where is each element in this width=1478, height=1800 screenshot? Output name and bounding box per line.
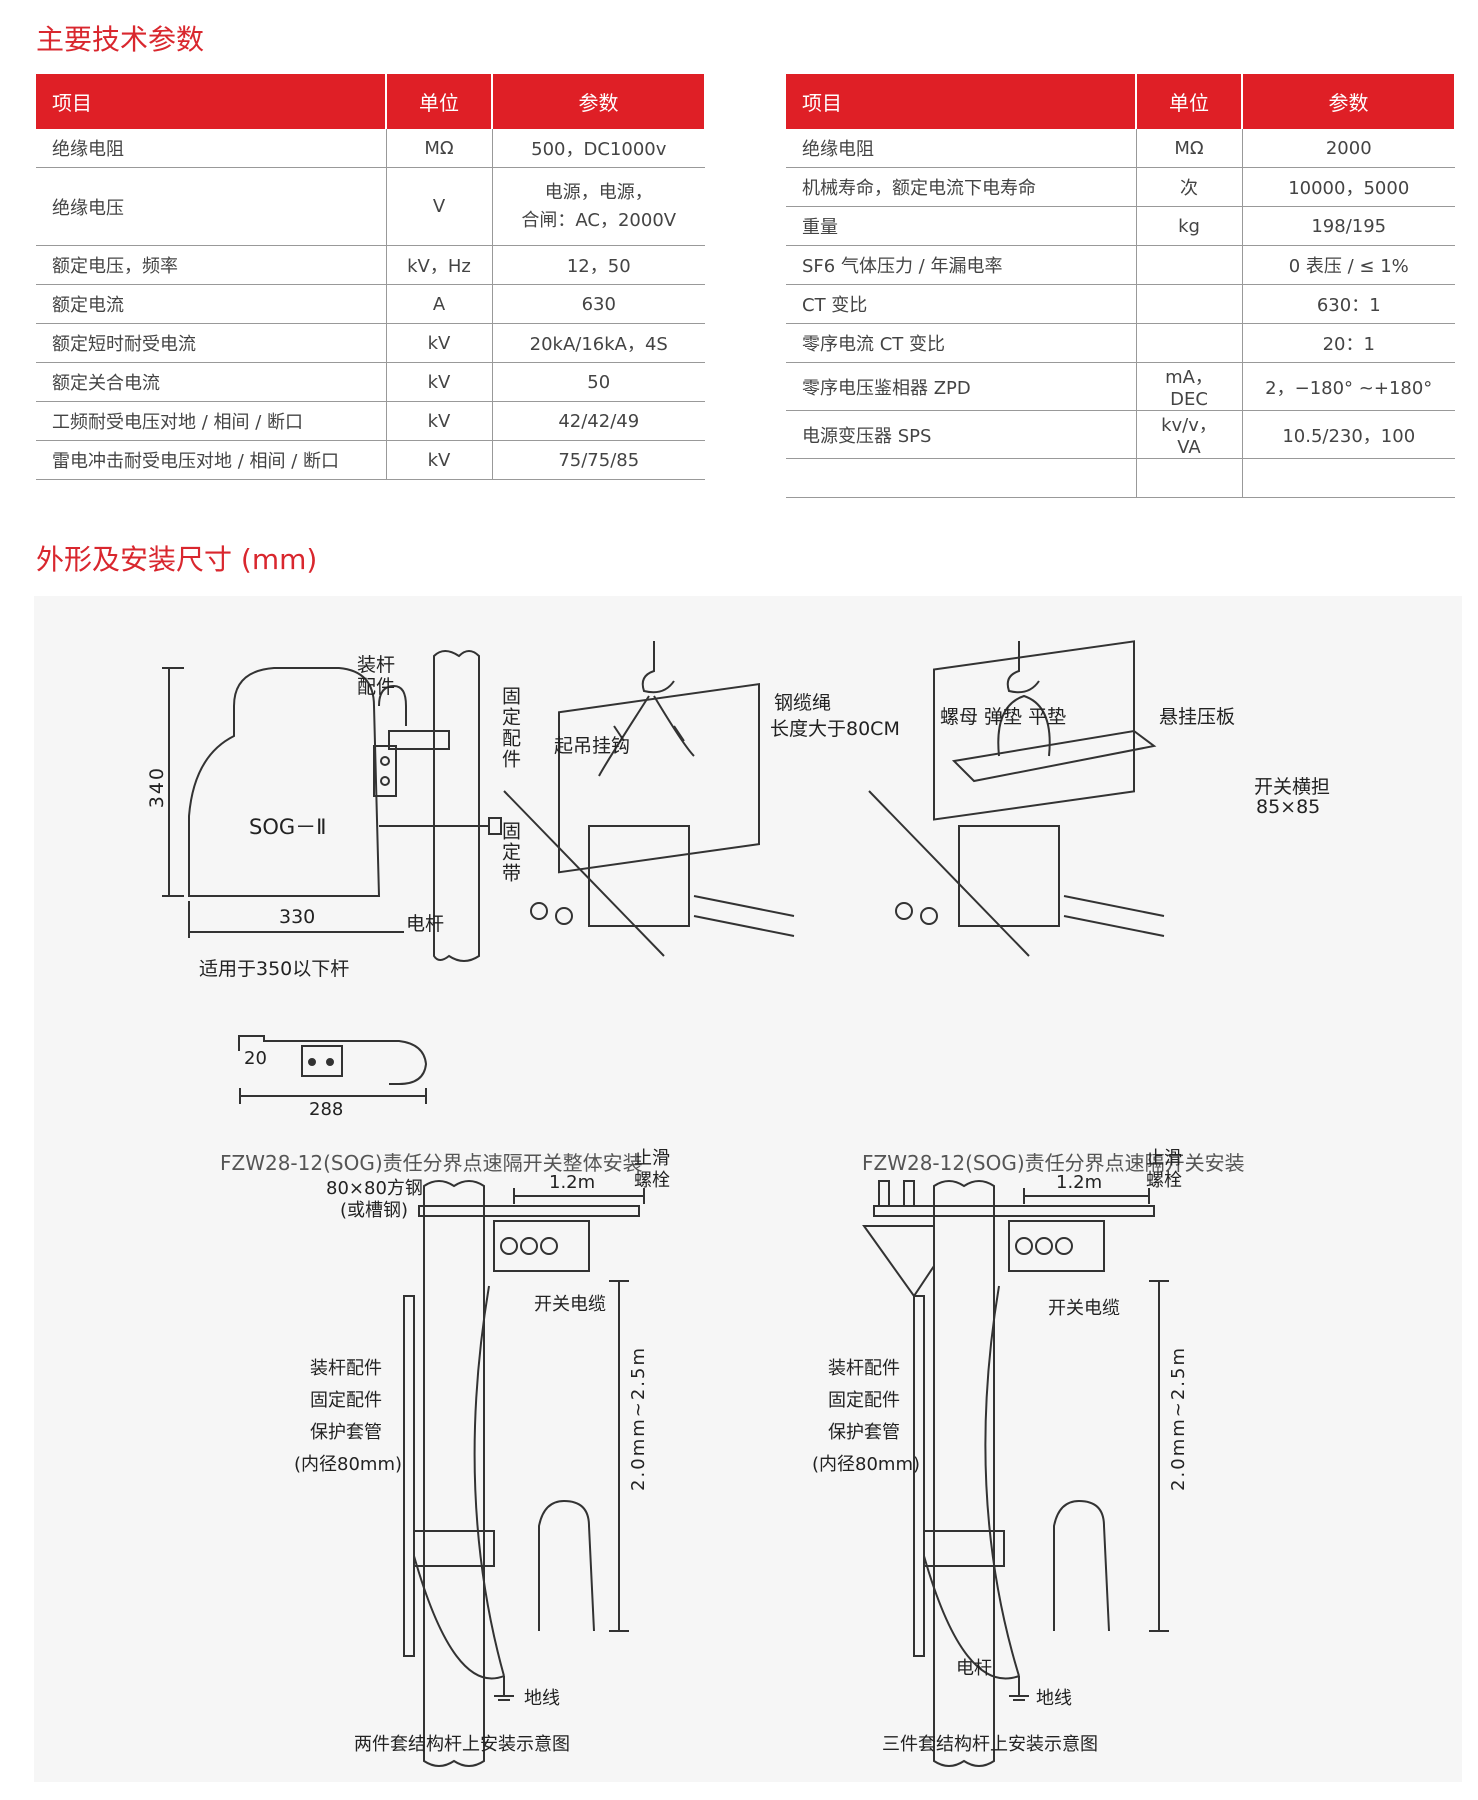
label-hanging-plate: 悬挂压板 [1159,706,1236,728]
label-pole-fitting: 装杆配件 [828,1358,900,1379]
table-header: 项目 [786,74,1137,129]
install-diagram-right [862,1180,1169,1767]
label-switch-cable: 开关电缆 [534,1294,606,1315]
dimension-diagram-panel: 340 330 SOG－Ⅱ 装杆配件 固定配件 固定带 电杆 适用于350以下杆… [34,596,1462,1782]
table-row [786,458,1455,498]
table-header: 单位 [1136,74,1243,129]
label-bolt: 螺栓 [634,1170,670,1191]
label-pole-fitting: 装杆配件 [357,654,396,698]
dim-label-span: 1.2m [549,1172,596,1193]
label-fixing-fitting: 固定配件 [828,1390,900,1411]
label-ground-wire: 地线 [524,1688,560,1709]
hook-shape [238,1035,428,1085]
section-title-specs: 主要技术参数 [36,23,205,56]
label-fixing-band: 固定带 [499,821,521,884]
technical-drawing [162,640,1169,1767]
table-header: 项目 [36,74,387,129]
bracket-outline [188,667,381,897]
caption-two-piece: 两件套结构杆上安装示意图 [354,1734,570,1755]
dim-label-height: 2.0mm~2.5m [628,1346,649,1491]
table-header-row: 项目 单位 参数 [36,74,706,129]
label-switch-beam: 开关横担 [1254,776,1331,798]
label-nut-washer: 螺母 弹垫 平垫 [940,706,1067,728]
section-title-dimensions: 外形及安装尺寸 (mm) [36,543,318,576]
label-ground-wire: 地线 [1036,1688,1072,1709]
dim-label-340: 340 [146,766,168,809]
label-steel-bar: 80×80方钢 [326,1178,423,1199]
label-fixing-fitting: 固定配件 [499,686,521,770]
label-steel-cable: 钢缆绳 [774,692,832,714]
switch-iso-right [868,640,1165,957]
switch-iso-left [503,641,795,957]
caption-three-piece: 三件套结构杆上安装示意图 [882,1734,1098,1755]
table-header-row: 项目 单位 参数 [786,74,1456,129]
caption-left: FZW28-12(SOG)责任分界点速隔开关整体安装 [220,1151,643,1175]
dim-label-height: 2.0mm~2.5m [1168,1346,1189,1491]
label-fixing-fitting: 固定配件 [310,1390,382,1411]
label-switch-cable: 开关电缆 [1048,1298,1120,1319]
label-pole: 电杆 [406,913,445,935]
label-inner-diameter: (内径80mm) [812,1454,921,1475]
install-diagram-left [403,1180,645,1767]
label-inner-diameter: (内径80mm) [294,1454,403,1475]
dim-label-288: 288 [309,1099,344,1120]
dim-label-20: 20 [244,1048,267,1069]
label-anti-slip: 止滑 [1146,1148,1182,1169]
dim-label-330: 330 [279,906,316,928]
label-protective-sleeve: 保护套管 [828,1422,900,1443]
table-header: 参数 [492,74,706,129]
pole-shape [433,650,480,962]
label-anti-slip: 止滑 [634,1148,670,1169]
label-beam-size: 85×85 [1256,796,1321,818]
table-header: 单位 [386,74,493,129]
table-header: 参数 [1242,74,1456,129]
caption-right: FZW28-12(SOG)责任分界点速隔开关安装 [862,1151,1245,1175]
dim-label-span: 1.2m [1056,1172,1103,1193]
label-bolt: 螺栓 [1146,1170,1182,1191]
label-pole: 电杆 [956,1658,992,1679]
label-steel-alt: (或槽钢) [340,1200,409,1221]
label-pole-fitting: 装杆配件 [310,1358,382,1379]
bracket-model-label: SOG－Ⅱ [249,815,327,839]
label-lifting-hook: 起吊挂钩 [554,735,631,757]
label-protective-sleeve: 保护套管 [310,1422,382,1443]
bracket-note: 适用于350以下杆 [199,958,350,980]
label-cable-length: 长度大于80CM [770,718,900,740]
